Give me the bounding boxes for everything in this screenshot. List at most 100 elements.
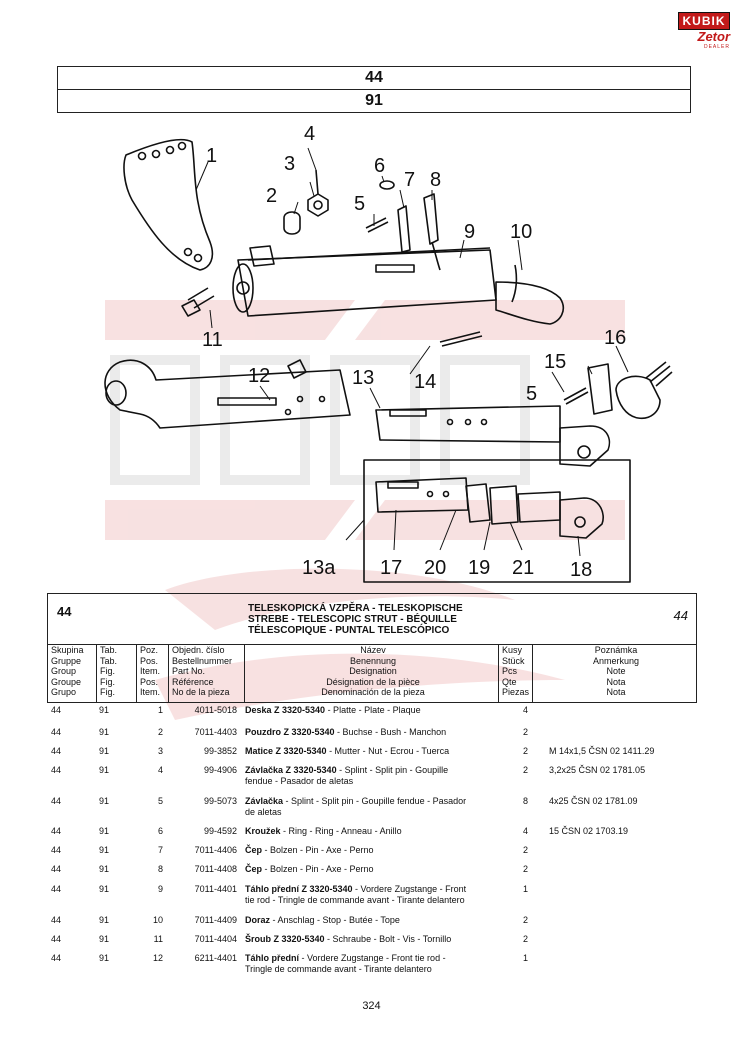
row-name-rest: - Anschlag - Stop - Butée - Tope (270, 915, 400, 925)
section-code: 44 (57, 604, 72, 619)
row-name-bold: Kroužek (245, 826, 281, 836)
row-designation: Čep - Bolzen - Pin - Axe - Perno (245, 845, 495, 856)
callout-3: 3 (284, 153, 295, 175)
callout-14: 14 (414, 371, 436, 393)
row-note: 15 ČSN 02 1703.19 (549, 826, 629, 836)
row-part-no: 7011-4403 (194, 727, 237, 737)
row-designation: Pouzdro Z 3320-5340 - Buchse - Bush - Ma… (245, 727, 495, 738)
callout-5: 5 (354, 193, 365, 215)
callout-8: 8 (430, 169, 441, 191)
row-group: 44 (51, 953, 62, 963)
row-note: 4x25 ČSN 02 1781.09 (549, 796, 638, 806)
part-pin (397, 205, 411, 253)
row-name-rest: - Splint - Split pin - Goupille (336, 765, 449, 775)
brand-logo-sub: Zetor (697, 29, 731, 44)
row-name-rest: - Mutter - Nut - Ecrou - Tuerca (326, 746, 450, 756)
row-tab: 91 (99, 915, 110, 925)
row-qty: 2 (523, 746, 529, 756)
row-tab: 91 (99, 884, 110, 894)
callout-12: 12 (248, 365, 270, 387)
callout-21: 21 (512, 557, 534, 579)
section-number: 44 (673, 608, 688, 623)
row-designation: Závlačka - Splint - Split pin - Goupille… (245, 796, 495, 818)
row-qty: 2 (523, 727, 529, 737)
row-designation: Kroužek - Ring - Ring - Anneau - Anillo (245, 826, 495, 837)
callout-11: 11 (202, 329, 223, 351)
row-tab: 91 (99, 934, 110, 944)
row-name-line2: fendue - Pasador de aletas (245, 776, 354, 786)
row-name-rest: - Schraube - Bolt - Vis - Tornillo (324, 934, 452, 944)
callout-10: 10 (510, 221, 532, 243)
callout-17: 17 (380, 557, 402, 579)
row-qty: 2 (523, 934, 529, 944)
callout-7: 7 (404, 169, 415, 191)
col-pos: Poz.Pos.Item.Pos.Item. (136, 645, 168, 702)
col-tab: Tab.Tab.Fig.Fig.Fig. (96, 645, 136, 702)
row-name-bold: Závlačka (245, 796, 284, 806)
row-pos: 7 (157, 845, 163, 855)
row-pos: 5 (157, 796, 163, 806)
row-name-rest: - Buchse - Bush - Manchon (334, 727, 447, 737)
page-header: 44 91 (57, 66, 691, 113)
row-designation: Deska Z 3320-5340 - Platte - Plate - Pla… (245, 705, 495, 716)
part-plate (123, 138, 214, 271)
row-name-bold: Čep (245, 845, 263, 855)
brand-logo: KUBIK Zetor DEALER (678, 12, 730, 50)
row-name-rest: - Ring - Ring - Anneau - Anillo (280, 826, 402, 836)
header-table: 91 (58, 89, 690, 112)
row-name-bold: Šroub Z 3320-5340 (245, 934, 325, 944)
row-qty: 1 (523, 884, 529, 894)
row-qty: 2 (523, 915, 529, 925)
row-name-bold: Čep (245, 864, 263, 874)
part-front-tie-rod (237, 249, 497, 317)
row-pos: 8 (157, 864, 163, 874)
row-tab: 91 (99, 746, 110, 756)
callout-5b: 5 (526, 383, 537, 405)
part-pin-2 (423, 193, 439, 245)
row-group: 44 (51, 765, 62, 775)
row-part-no: 7011-4408 (194, 864, 237, 874)
row-group: 44 (51, 746, 62, 756)
row-part-no: 99-4906 (203, 765, 237, 775)
row-name-bold: Táhlo přední (245, 953, 299, 963)
row-pos: 2 (157, 727, 163, 737)
callout-16: 16 (604, 327, 626, 349)
callout-4: 4 (304, 123, 315, 145)
row-designation: Táhlo přední - Vordere Zugstange - Front… (245, 953, 495, 975)
row-name-rest: - Platte - Plate - Plaque (325, 705, 421, 715)
row-qty: 2 (523, 864, 529, 874)
header-group: 44 (365, 69, 383, 86)
row-tab: 91 (99, 845, 110, 855)
row-group: 44 (51, 826, 62, 836)
brand-logo-dealer: DEALER (703, 44, 730, 50)
row-group: 44 (51, 845, 62, 855)
row-tab: 91 (99, 953, 110, 963)
row-name-rest: - Vordere Zugstange - Front tie rod - (299, 953, 446, 963)
row-name-line2: de aletas (245, 807, 282, 817)
row-designation: Šroub Z 3320-5340 - Schraube - Bolt - Vi… (245, 934, 495, 945)
row-name-bold: Deska Z 3320-5340 (245, 705, 326, 715)
callout-19: 19 (468, 557, 490, 579)
part-nut (307, 193, 329, 217)
row-part-no: 99-4592 (203, 826, 237, 836)
row-name-rest: - Vordere Zugstange - Front (352, 884, 467, 894)
row-part-no: 6211-4401 (194, 953, 237, 963)
part-bush (283, 211, 301, 235)
page-number: 324 (362, 1000, 381, 1012)
row-part-no: 7011-4401 (194, 884, 237, 894)
part-split-pin (315, 169, 319, 195)
row-tab: 91 (99, 705, 110, 715)
row-qty: 1 (523, 953, 529, 963)
part-fork-head (615, 375, 661, 420)
row-pos: 9 (157, 884, 163, 894)
row-name-bold: Pouzdro Z 3320-5340 (245, 727, 335, 737)
row-tab: 91 (99, 765, 110, 775)
row-qty: 4 (523, 826, 529, 836)
row-note: 3,2x25 ČSN 02 1781.05 (549, 765, 646, 775)
row-tab: 91 (99, 727, 110, 737)
row-pos: 10 (152, 915, 163, 925)
row-part-no: 99-3852 (203, 746, 237, 756)
